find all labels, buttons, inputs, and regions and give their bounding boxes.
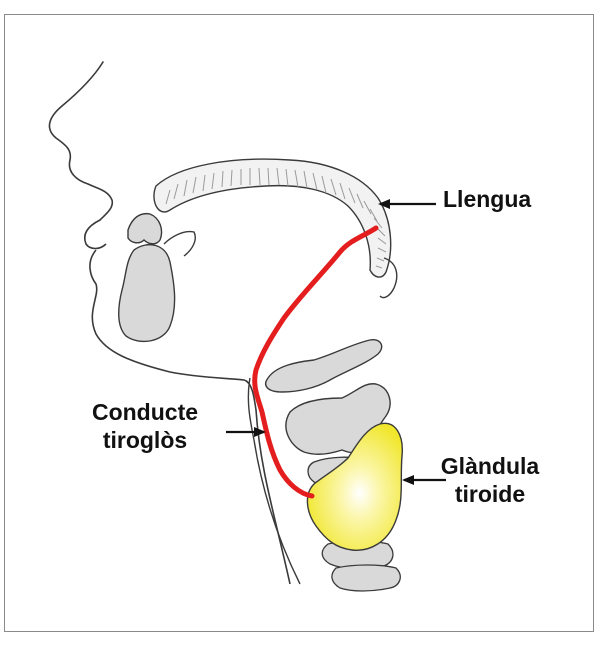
incisor-tooth (128, 214, 162, 244)
label-duct-line2: tiroglòs (50, 426, 240, 454)
tongue (154, 159, 391, 277)
label-gland-line1: Glàndula (420, 452, 560, 480)
label-tongue: Llengua (443, 185, 531, 213)
label-thyroid-gland: Glàndula tiroide (420, 452, 560, 508)
label-duct-line1: Conducte (50, 398, 240, 426)
mandible (119, 245, 175, 342)
upper-lip (85, 220, 106, 249)
oral-floor (164, 232, 195, 256)
trachea-ring (332, 565, 400, 591)
hyoid-bone (266, 340, 382, 392)
label-thyroglossal-duct: Conducte tiroglòs (50, 398, 240, 454)
face-profile (49, 62, 112, 220)
label-gland-line2: tiroide (420, 480, 560, 508)
